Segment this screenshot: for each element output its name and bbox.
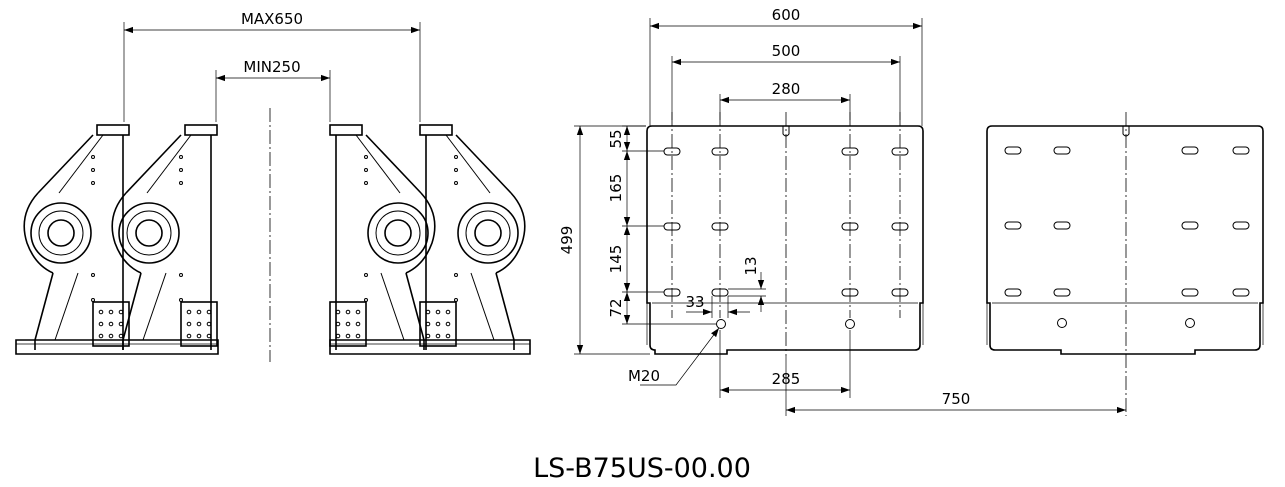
dim-min250: MIN250	[243, 58, 300, 76]
left-inner-bracket	[111, 124, 218, 351]
dim-280: 280	[772, 80, 801, 98]
dim-750: 750	[942, 390, 971, 408]
tapped-hole	[716, 319, 726, 329]
dim-m20: M20	[628, 367, 660, 385]
dim-145: 145	[607, 245, 625, 274]
dim-13: 13	[742, 256, 760, 275]
dim-165: 165	[607, 174, 625, 203]
plate-outline-right	[986, 125, 1264, 355]
dim-55: 55	[607, 129, 625, 148]
dim-max650: MAX650	[241, 10, 303, 28]
plate-view-left: 600 500 280 499 55 165 145 72 33 13	[558, 6, 1126, 416]
plate-outline	[646, 125, 924, 355]
right-base-plate	[329, 339, 531, 355]
right-outer-bracket	[419, 124, 526, 351]
drawing-number: LS-B75US-00.00	[533, 453, 751, 484]
dim-500: 500	[772, 42, 801, 60]
left-base-plate	[15, 339, 219, 355]
right-inner-bracket	[329, 124, 436, 351]
dim-33: 33	[685, 293, 704, 311]
tapped-hole	[845, 319, 855, 329]
dim-499: 499	[558, 226, 576, 255]
front-view: MAX650 MIN250	[15, 10, 531, 362]
slot-grid-right	[1004, 146, 1250, 297]
dim-600: 600	[772, 6, 801, 24]
dim-72: 72	[607, 298, 625, 317]
plate-view-right	[986, 112, 1264, 416]
